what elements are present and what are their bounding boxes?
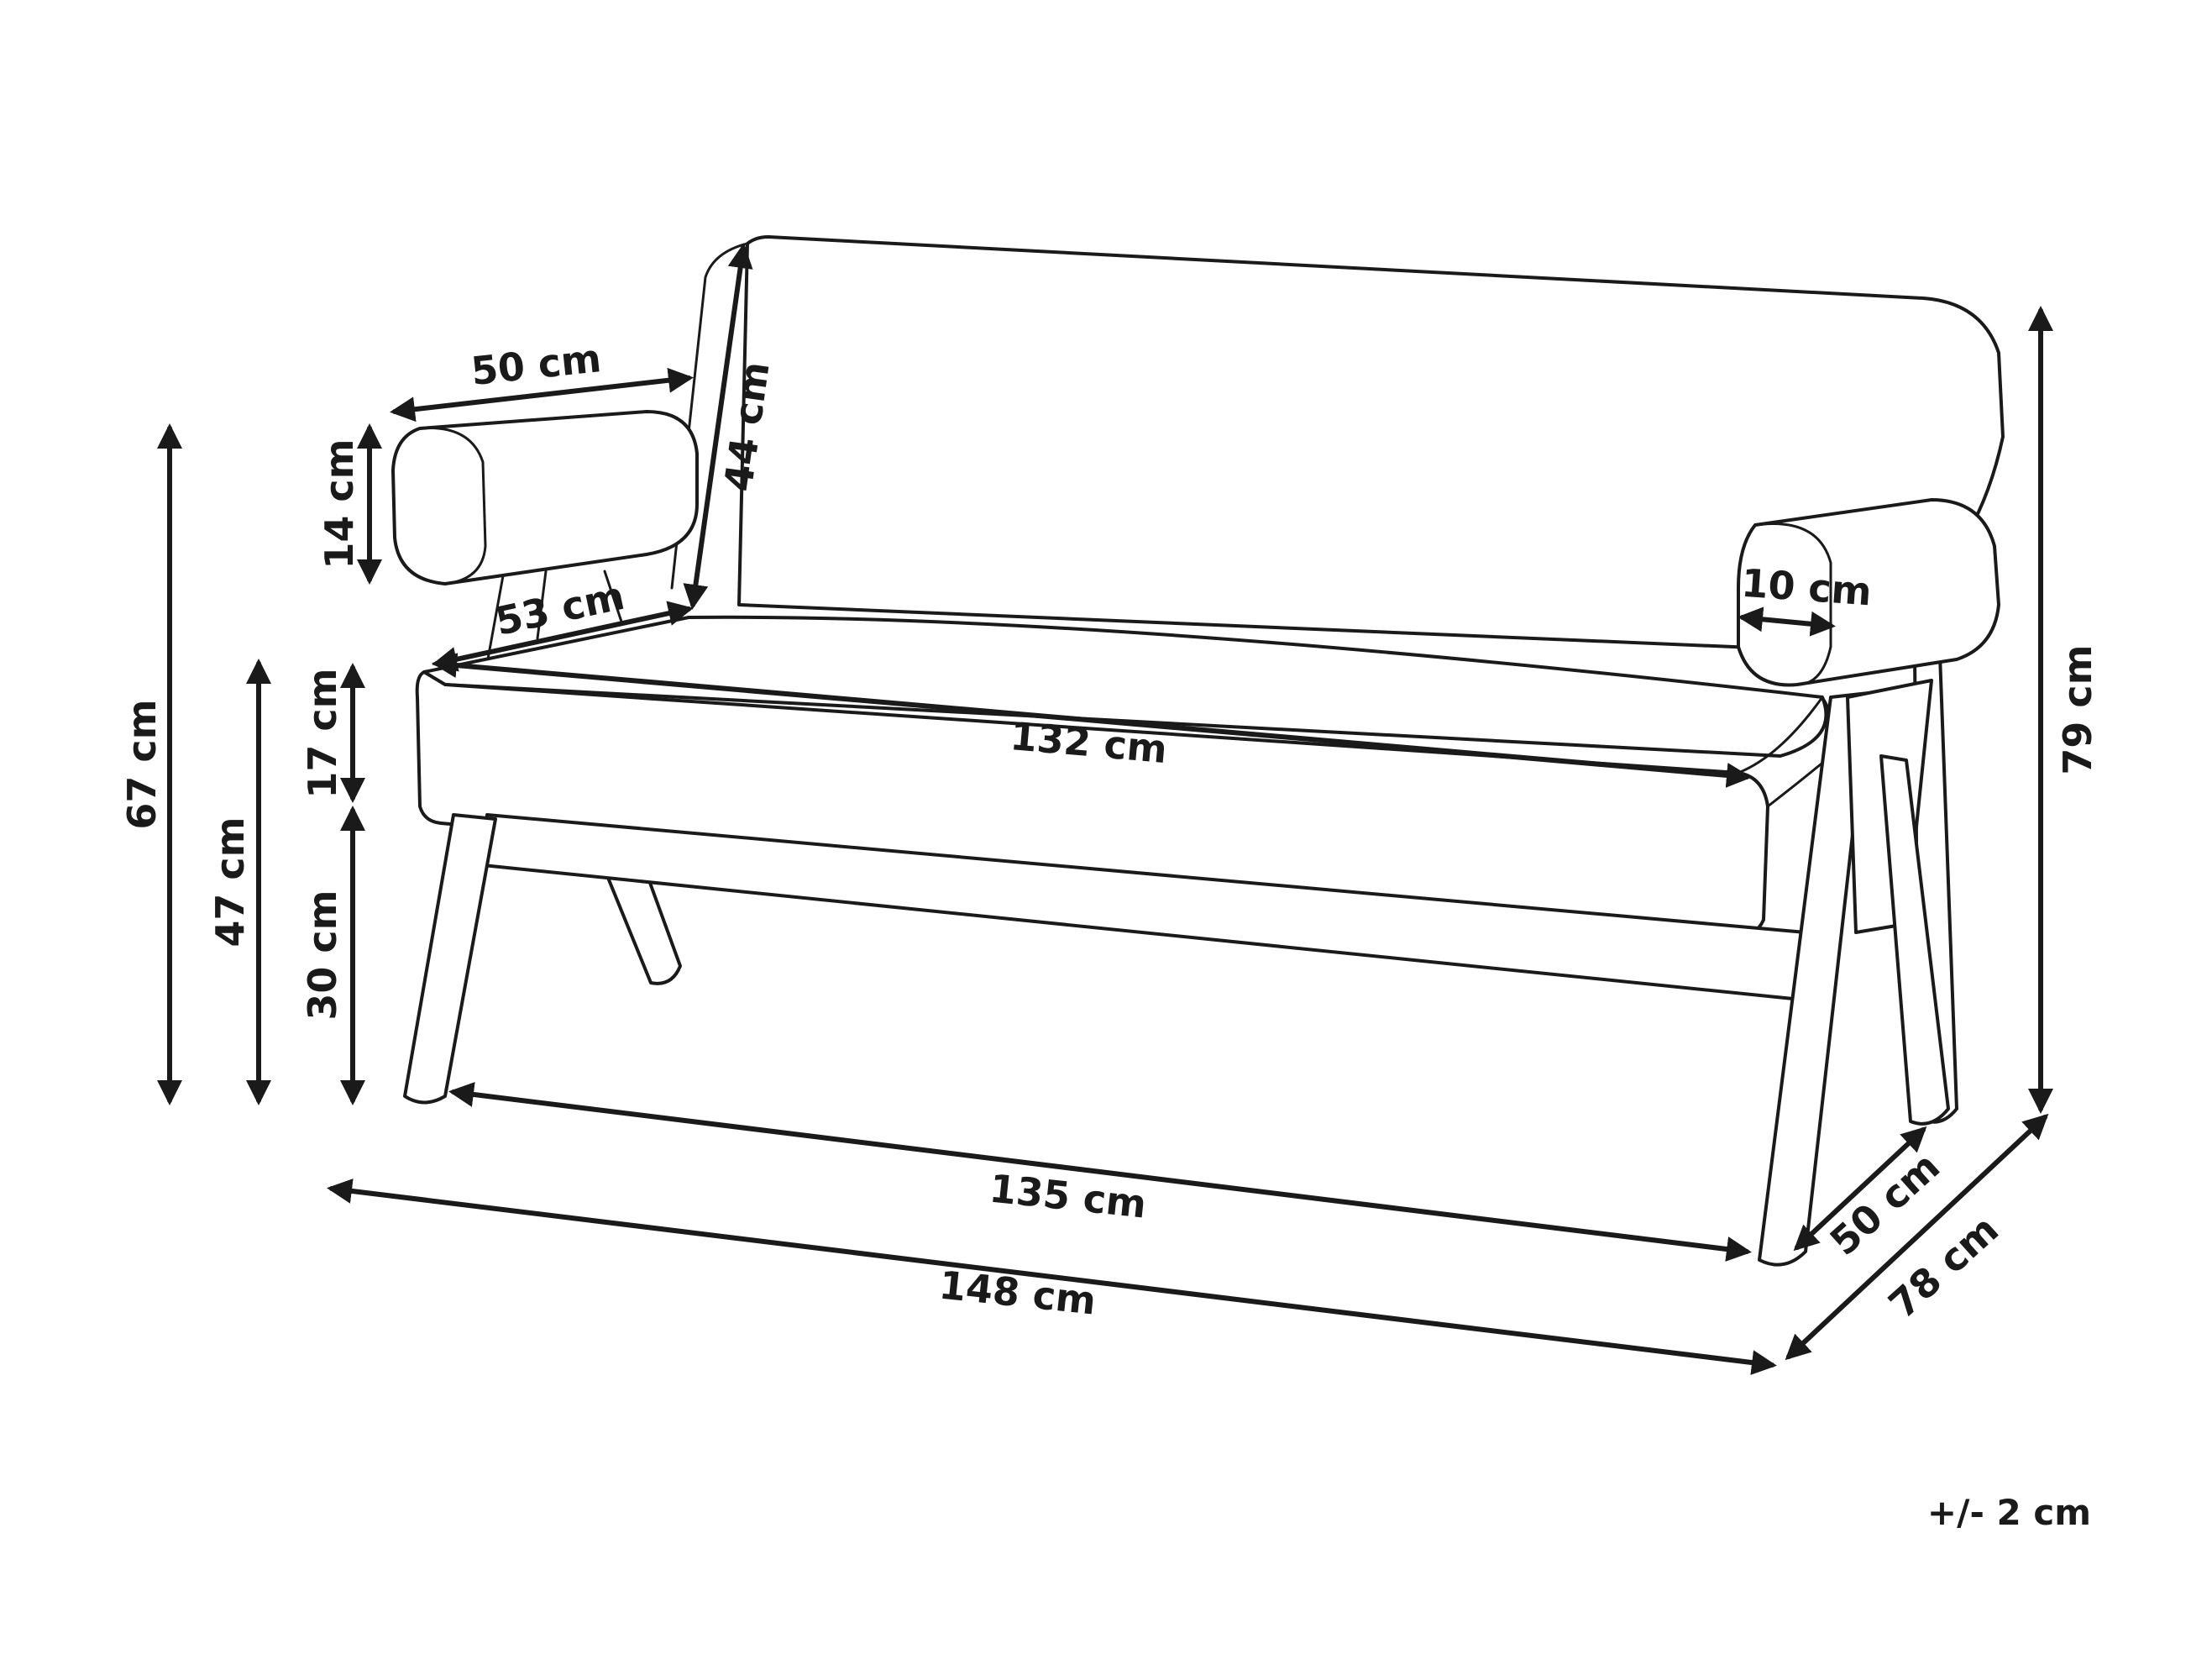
back-left-leg: [605, 872, 682, 985]
armrest-height-label: 14 cm: [317, 438, 362, 569]
armrest-width-dim: [1738, 606, 1836, 637]
cushion-height-label: 17 cm: [300, 668, 345, 798]
seat-width-dim: [432, 653, 1752, 788]
right-armrest: [1737, 498, 2000, 687]
armrest-length-dim: [390, 367, 694, 423]
backrest-height-dim: [683, 243, 753, 610]
left-armrest-end: [418, 427, 487, 585]
overall-depth-dim: [1785, 1113, 2049, 1361]
armrest-width-label: 10 cm: [1740, 560, 1874, 615]
dimension-lines: [157, 243, 2053, 1375]
overall-width-label: 148 cm: [937, 1262, 1098, 1323]
overall-depth-label: 78 cm: [1880, 1206, 2007, 1327]
overall-height-label: 79 cm: [2055, 644, 2100, 774]
armrest-length-label: 50 cm: [469, 335, 603, 394]
leg-height-label: 30 cm: [300, 890, 345, 1020]
armrest-total-height-label: 67 cm: [119, 699, 165, 829]
sofa-illustration: [391, 235, 2005, 1267]
seat-total-height-label: 47 cm: [207, 816, 253, 947]
left-front-leg: [403, 813, 497, 1105]
overall-width-dim: [327, 1179, 1777, 1375]
left-armrest: [391, 410, 699, 585]
right-armrest-end: [1753, 522, 1832, 686]
tolerance-note: +/- 2 cm: [1927, 1492, 2091, 1533]
